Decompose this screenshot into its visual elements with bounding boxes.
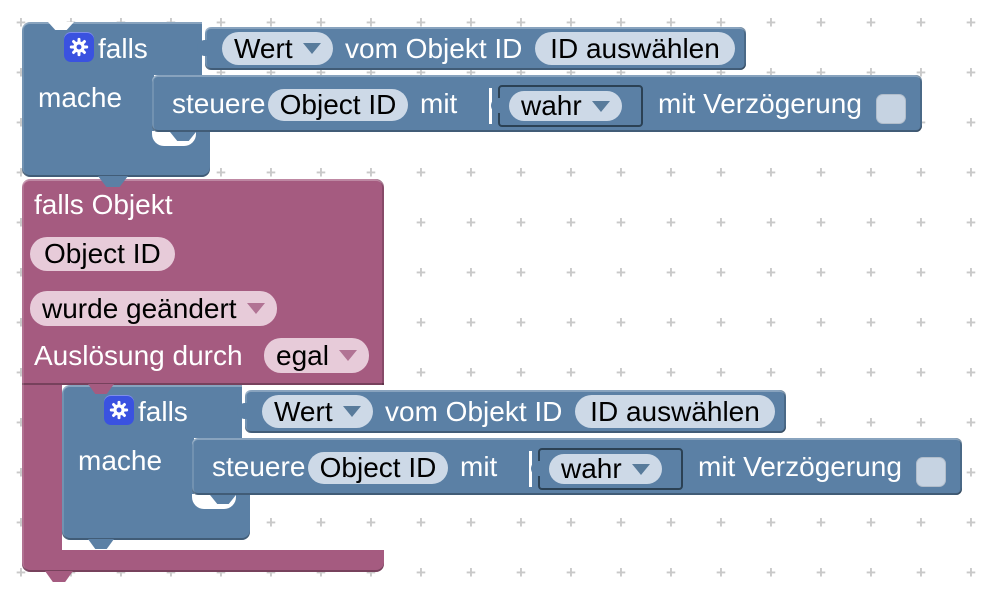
delay-checkbox[interactable] <box>876 94 906 124</box>
gear-icon <box>108 399 130 421</box>
vom-objekt-label: vom Objekt ID <box>345 32 523 64</box>
chevron-down-icon <box>338 350 357 361</box>
falls-objekt-label: falls Objekt <box>34 189 173 220</box>
trigger-block-bottom-bar[interactable] <box>22 550 384 572</box>
trigger-block-spine[interactable] <box>22 385 62 550</box>
change-type-dropdown[interactable]: wurde geändert <box>30 291 277 326</box>
object-id-picker-field[interactable]: ID auswählen <box>535 32 735 65</box>
if-block-nested-header[interactable] <box>62 385 242 438</box>
trigger-next-tab <box>45 571 73 582</box>
gear-icon <box>68 36 90 58</box>
mache-label: mache <box>38 82 123 113</box>
steuere-next-tab <box>170 132 196 141</box>
falls-label: falls <box>98 32 148 64</box>
mutator-gear-button[interactable] <box>64 32 94 62</box>
if-block-top-spine[interactable] <box>22 75 154 131</box>
mutator-gear-button[interactable] <box>104 395 134 425</box>
chevron-down-icon <box>302 43 321 54</box>
ausloesung-dropdown[interactable]: egal <box>264 338 369 373</box>
steuere-next-tab <box>210 495 236 504</box>
delay-label: mit Verzögerung <box>658 87 862 119</box>
if-block-top-next-tab <box>98 176 128 187</box>
if-block-nested-spine[interactable] <box>62 438 194 494</box>
mit-label: mit <box>460 450 498 482</box>
chevron-down-icon <box>591 100 610 112</box>
value-plug-connector <box>491 98 500 113</box>
if-block-top-header[interactable] <box>22 22 202 75</box>
value-seam <box>529 451 532 487</box>
object-id-picker-field[interactable]: ID auswählen <box>575 395 775 428</box>
chevron-down-icon <box>342 406 361 417</box>
wahr-dropdown[interactable]: wahr <box>549 453 662 484</box>
steuere-label: steuere <box>212 450 306 482</box>
value-plug-connector <box>237 403 247 419</box>
trigger-object-id-field[interactable]: Object ID <box>30 237 175 271</box>
delay-checkbox[interactable] <box>916 457 946 487</box>
value-type-dropdown[interactable]: Wert <box>262 395 373 428</box>
value-plug-connector <box>531 461 540 476</box>
wahr-dropdown[interactable]: wahr <box>509 90 622 121</box>
falls-label: falls <box>138 395 188 427</box>
value-type-dropdown[interactable]: Wert <box>222 32 333 65</box>
trigger-statement-tab <box>88 384 114 394</box>
object-id-field[interactable]: Object ID <box>268 89 408 121</box>
mache-label: mache <box>78 445 163 476</box>
if-block-top-previous-notch <box>48 22 74 30</box>
if-block-nested-next-tab <box>88 539 114 549</box>
statement-inner-corner <box>62 541 78 550</box>
value-seam <box>489 88 492 124</box>
object-id-field[interactable]: Object ID <box>308 452 448 484</box>
ausloesung-label: Auslösung durch <box>34 339 243 371</box>
vom-objekt-label: vom Objekt ID <box>385 395 563 427</box>
chevron-down-icon <box>246 303 265 314</box>
steuere-label: steuere <box>172 87 266 119</box>
mit-label: mit <box>420 87 458 119</box>
chevron-down-icon <box>631 463 650 475</box>
value-plug-connector <box>197 40 207 56</box>
delay-label: mit Verzögerung <box>698 450 902 482</box>
